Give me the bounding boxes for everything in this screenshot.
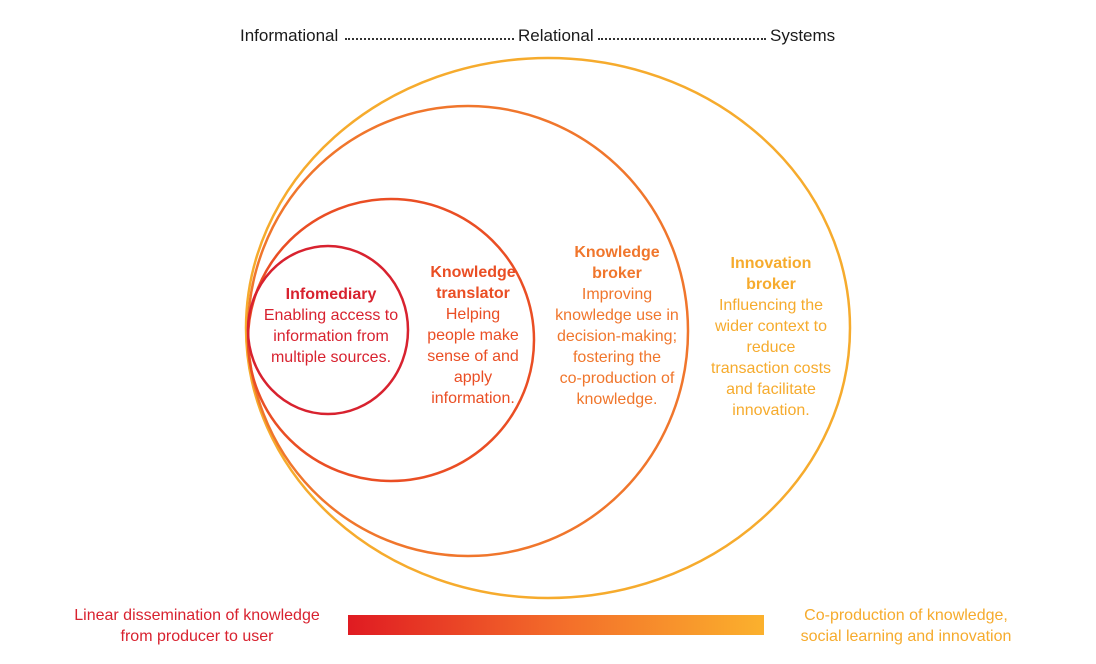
innovation-broker-desc-line: transaction costs [710, 360, 832, 377]
innovation-broker-desc-line: wider context to [714, 318, 828, 335]
knowledge-broker-title: Knowledge [574, 244, 660, 261]
continuum-left-line: from producer to user [120, 628, 274, 645]
knowledge-broker-title: broker [592, 265, 642, 282]
knowledge-translator-title: Knowledge [430, 264, 516, 281]
knowledge-translator-desc-line: apply [453, 369, 493, 386]
infomediary-desc-line: Enabling access to [263, 307, 399, 324]
continuum-gradient-bar [348, 615, 764, 635]
innovation-broker-desc-line: innovation. [732, 402, 810, 419]
knowledge-broker-desc-line: fostering the [572, 349, 662, 366]
scale-systems: Systems [770, 26, 836, 45]
knowledge-translator-desc-line: people make [427, 327, 519, 344]
infomediary-block: Infomediary Enabling access to informati… [246, 284, 416, 368]
continuum-left-line: Linear dissemination of knowledge [74, 607, 320, 624]
knowledge-translator-desc-line: sense of and [427, 348, 519, 365]
knowledge-broker-desc-line: decision-making; [556, 328, 678, 345]
innovation-broker-desc-line: Influencing the [718, 297, 824, 314]
scale-informational: Informational [240, 26, 339, 45]
continuum-right-line: social learning and innovation [800, 628, 1012, 645]
continuum-left-label: Linear dissemination of knowledge from p… [52, 605, 342, 647]
infomediary-desc-line: multiple sources. [270, 349, 392, 366]
knowledge-translator-desc-line: information. [431, 390, 515, 407]
innovation-broker-circle [244, 56, 852, 600]
innovation-broker-desc-line: reduce [746, 339, 796, 356]
infomediary-title: Infomediary [285, 286, 377, 303]
scale-dots-right [598, 38, 766, 40]
infomediary-circle [246, 244, 410, 416]
knowledge-translator-block: Knowledge translator Helping people make… [408, 262, 538, 409]
knowledge-broker-desc-line: Improving [581, 286, 653, 303]
knowledge-broker-block: Knowledge broker Improving knowledge use… [542, 242, 692, 410]
innovation-broker-title: broker [746, 276, 796, 293]
innovation-broker-block: Innovation broker Influencing the wider … [696, 253, 846, 421]
continuum-right-line: Co-production of knowledge, [804, 607, 1008, 624]
scale-relational: Relational [518, 26, 594, 45]
knowledge-translator-title: translator [436, 285, 510, 302]
infomediary-desc-line: information from [273, 328, 389, 345]
knowledge-broker-desc-line: knowledge use in [555, 307, 679, 324]
knowledge-broker-desc-line: knowledge. [576, 391, 658, 408]
scale-dots-left [345, 38, 514, 40]
innovation-broker-desc-line: and facilitate [726, 381, 816, 398]
knowledge-translator-desc-line: Helping [445, 306, 501, 323]
innovation-broker-title: Innovation [730, 255, 812, 272]
knowledge-broker-desc-line: co-production of [559, 370, 675, 387]
continuum-right-label: Co-production of knowledge, social learn… [776, 605, 1036, 647]
